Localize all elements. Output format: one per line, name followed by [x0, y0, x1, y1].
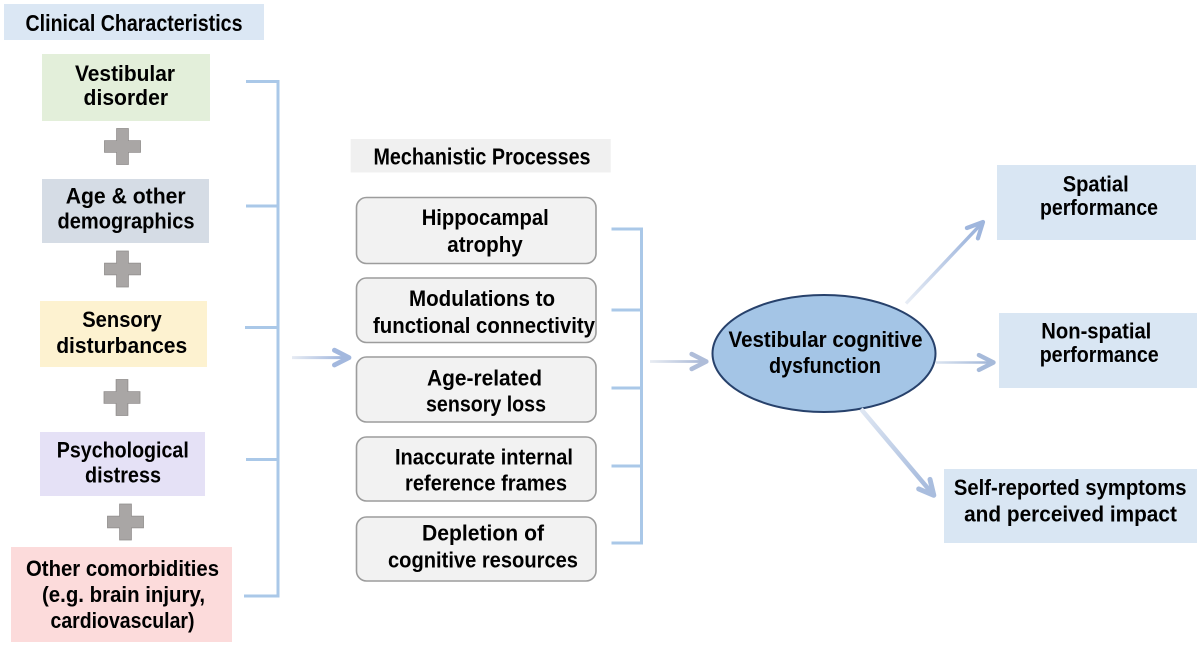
svg-text:cognitive resources: cognitive resources	[388, 548, 578, 573]
svg-text:reference frames: reference frames	[405, 471, 567, 496]
svg-text:Non-spatial: Non-spatial	[1041, 319, 1151, 344]
svg-text:(e.g. brain injury,: (e.g. brain injury,	[42, 582, 205, 607]
svg-text:Age & other: Age & other	[66, 184, 186, 209]
svg-text:Vestibular: Vestibular	[75, 61, 175, 86]
svg-text:Inaccurate internal: Inaccurate internal	[395, 445, 573, 470]
svg-text:Self-reported symptoms: Self-reported symptoms	[954, 475, 1187, 500]
svg-text:and perceived impact: and perceived impact	[964, 501, 1177, 526]
svg-text:atrophy: atrophy	[447, 232, 523, 257]
svg-text:performance: performance	[1040, 195, 1158, 220]
svg-text:Hippocampal: Hippocampal	[422, 205, 549, 230]
svg-text:performance: performance	[1040, 342, 1159, 367]
svg-text:Spatial: Spatial	[1063, 171, 1129, 196]
svg-text:disorder: disorder	[84, 85, 169, 110]
svg-text:Vestibular cognitive: Vestibular cognitive	[729, 327, 923, 352]
svg-text:Age-related: Age-related	[427, 366, 542, 391]
svg-text:demographics: demographics	[58, 208, 195, 233]
svg-text:Clinical Characteristics: Clinical Characteristics	[26, 10, 243, 36]
svg-text:distress: distress	[85, 462, 161, 487]
svg-text:Sensory: Sensory	[82, 307, 162, 332]
svg-text:Psychological: Psychological	[57, 438, 189, 463]
svg-text:Depletion of: Depletion of	[422, 520, 545, 545]
svg-text:Modulations to: Modulations to	[409, 286, 555, 311]
svg-text:cardiovascular): cardiovascular)	[51, 608, 195, 633]
svg-text:functional connectivity: functional connectivity	[373, 313, 596, 338]
svg-text:Mechanistic Processes: Mechanistic Processes	[374, 144, 591, 170]
svg-text:disturbances: disturbances	[56, 333, 187, 358]
svg-text:Other comorbidities: Other comorbidities	[26, 556, 219, 581]
svg-text:sensory loss: sensory loss	[426, 392, 546, 417]
svg-text:dysfunction: dysfunction	[769, 353, 881, 378]
